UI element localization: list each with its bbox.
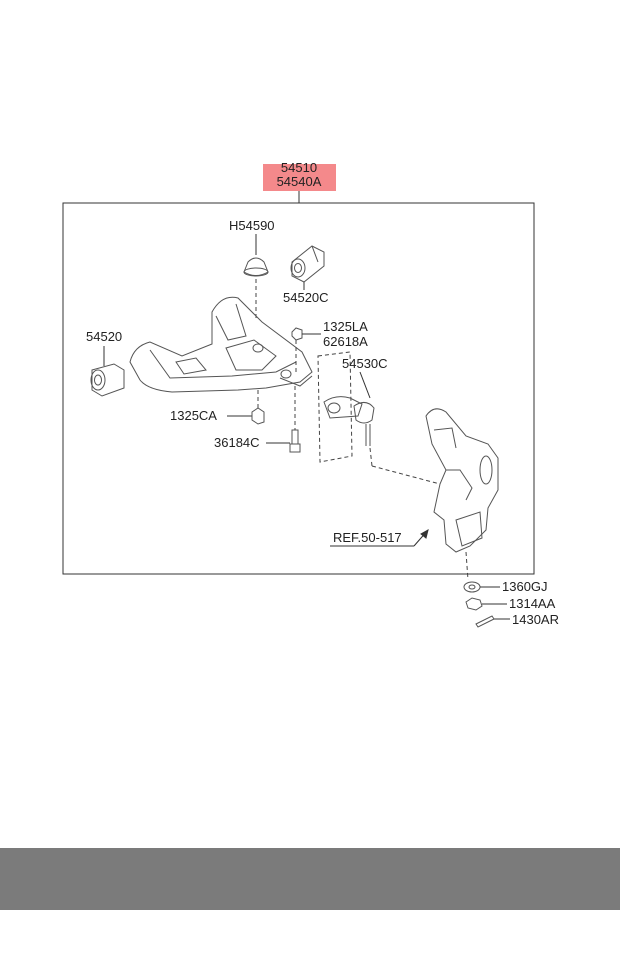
label-ref-50-517: REF.50-517	[333, 530, 402, 545]
label-54530c: 54530C	[342, 356, 388, 371]
nut-1325la-part	[291, 327, 303, 341]
parts-diagram: 54510 54540A H54590 54520C 54520	[62, 160, 559, 628]
assembly-frame	[62, 202, 535, 575]
part-number-54510: 54510	[281, 160, 317, 175]
label-h54590: H54590	[229, 218, 275, 233]
label-1314aa: 1314AA	[509, 596, 556, 611]
label-1325ca: 1325CA	[170, 408, 217, 423]
nut-1314aa-part	[465, 597, 483, 611]
lower-control-arm-part	[129, 296, 313, 393]
label-54520c: 54520C	[283, 290, 329, 305]
bushing-54520-part	[90, 363, 125, 397]
ball-joint-part	[323, 396, 375, 446]
dust-cap-part	[243, 257, 269, 277]
label-1325la: 1325LA	[323, 319, 368, 334]
footer-part-info: HYUNDAI KIA - 545203E100 N - 54540A	[106, 929, 527, 952]
part-number-54540a: 54540A	[277, 174, 322, 189]
bolt-36184c-part	[289, 429, 301, 453]
steering-knuckle-part	[425, 408, 499, 553]
label-1360gj: 1360GJ	[502, 579, 548, 594]
label-62618a: 62618A	[323, 334, 368, 349]
label-1430ar: 1430AR	[512, 612, 559, 627]
footer-bar: HYUNDAI KIA - 545203E100 N - 54540A	[0, 848, 620, 952]
label-36184c: 36184C	[214, 435, 260, 450]
cotter-pin-1430ar-part	[475, 615, 495, 628]
highlighted-part-box	[263, 164, 336, 191]
nut-1325ca-part	[251, 407, 265, 425]
washer-1360gj-part	[463, 581, 481, 593]
bushing-54520c-part	[290, 245, 325, 283]
label-54520: 54520	[86, 329, 122, 344]
